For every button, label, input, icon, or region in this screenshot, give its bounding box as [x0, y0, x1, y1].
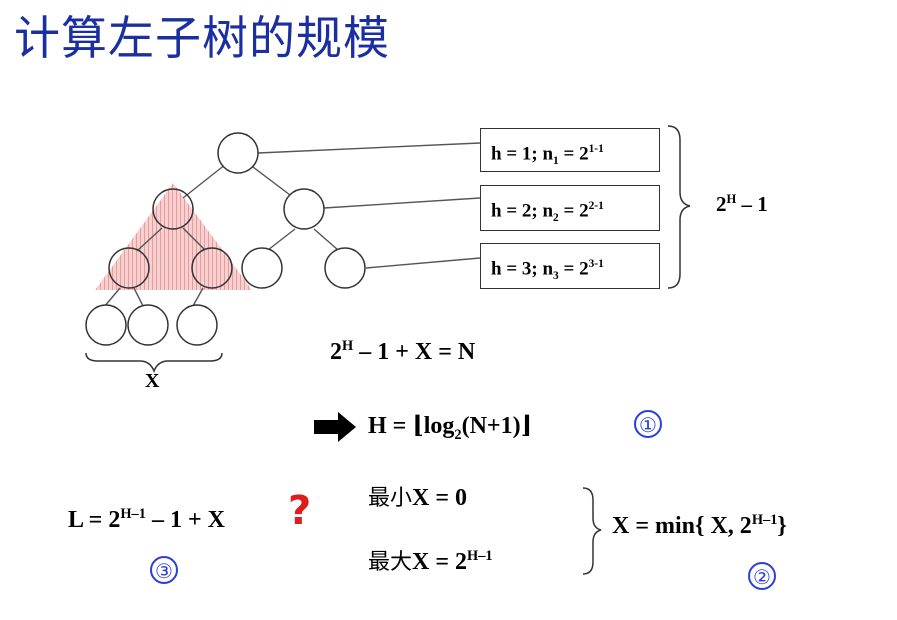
- l-eq-rest: – 1 + X: [145, 507, 225, 533]
- tree-edge: [267, 228, 296, 251]
- min-x-line: 最小X = 0: [368, 480, 467, 512]
- left-subtree-highlight: [95, 183, 252, 290]
- total-sup: H: [726, 192, 737, 206]
- tree-edge: [103, 287, 121, 308]
- level-2-text: h = 2; n: [491, 200, 554, 222]
- x-result-rhs: }: [777, 513, 787, 539]
- level-connector: [323, 197, 481, 209]
- eq1-sup: H: [342, 338, 354, 354]
- level-box-1: h = 1; n1 = 21-1: [480, 128, 660, 172]
- x-result: X = min{ X, 2H–1}: [612, 512, 787, 540]
- equation-1: 2H – 1 + X = N: [330, 338, 475, 366]
- tree-node: [85, 304, 127, 346]
- minmax-brace: [582, 487, 602, 575]
- x-result-lhs: X = min{ X, 2: [612, 513, 752, 539]
- tree-edge: [133, 287, 144, 307]
- marker-2: ②: [748, 562, 776, 590]
- eq2-lhs: H = ⌊log: [368, 413, 455, 439]
- eq1-base: 2: [330, 339, 342, 365]
- max-x-line: 最大X = 2H–1: [368, 544, 493, 576]
- level-1-text: h = 1; n: [491, 143, 554, 165]
- tree-node: [217, 132, 259, 174]
- level-2-eq: = 2: [558, 200, 589, 222]
- total-nodes-label: 2H – 1: [716, 192, 768, 217]
- max-x-cjk: 最大: [368, 550, 413, 575]
- question-mark: ?: [288, 488, 312, 534]
- total-rest: – 1: [736, 192, 768, 216]
- max-x-sup: H–1: [467, 548, 493, 564]
- equation-2: H = ⌊log2(N+1)⌋: [368, 410, 532, 444]
- x-brace: [85, 352, 223, 374]
- level-box-3: h = 3; n3 = 23-1: [480, 243, 660, 289]
- l-eq-lhs: L = 2: [68, 507, 121, 533]
- tree-node: [283, 188, 325, 230]
- tree-node: [108, 247, 150, 289]
- tree-node: [176, 304, 218, 346]
- level-2-sub: 2: [553, 212, 559, 225]
- tree-node: [127, 304, 169, 346]
- tree-edge: [137, 227, 163, 251]
- tree-edge: [248, 163, 295, 199]
- level-2-sup: 2-1: [588, 200, 604, 212]
- level-connector: [365, 257, 481, 269]
- page-title: 计算左子树的规模: [14, 11, 390, 65]
- tree-node: [191, 247, 233, 289]
- level-3-sub: 3: [553, 270, 559, 283]
- min-x-cjk: 最小: [368, 486, 413, 511]
- level-box-2: h = 2; n2 = 22-1: [480, 185, 660, 231]
- eq2-rhs: (N+1)⌋: [461, 413, 532, 439]
- levels-brace: [667, 125, 691, 289]
- eq2-sub: 2: [454, 426, 462, 443]
- tree-node: [324, 247, 366, 289]
- level-3-eq: = 2: [558, 258, 589, 280]
- marker-1: ①: [634, 410, 662, 438]
- eq1-rest: – 1 + X = N: [353, 339, 476, 365]
- x-label: X: [145, 370, 160, 392]
- tree-node: [152, 188, 194, 230]
- level-1-eq: = 2: [558, 143, 589, 165]
- min-x-rest: X = 0: [412, 485, 468, 511]
- x-result-sup: H–1: [751, 512, 778, 528]
- level-1-sub: 1: [553, 155, 559, 168]
- level-connector: [257, 142, 481, 154]
- marker-3: ③: [150, 556, 178, 584]
- level-3-text: h = 3; n: [491, 258, 554, 280]
- implies-arrow: [314, 412, 356, 442]
- tree-node: [241, 247, 283, 289]
- l-equation: L = 2H–1 – 1 + X: [68, 506, 225, 534]
- tree-edge: [192, 287, 204, 307]
- total-base: 2: [716, 192, 727, 216]
- tree-edge: [182, 163, 227, 199]
- level-3-sup: 3-1: [588, 258, 604, 270]
- l-eq-sup: H–1: [120, 506, 146, 522]
- tree-edge: [182, 227, 206, 251]
- tree-edge: [313, 228, 339, 251]
- level-1-sup: 1-1: [588, 143, 604, 155]
- max-x-rest: X = 2: [412, 549, 468, 575]
